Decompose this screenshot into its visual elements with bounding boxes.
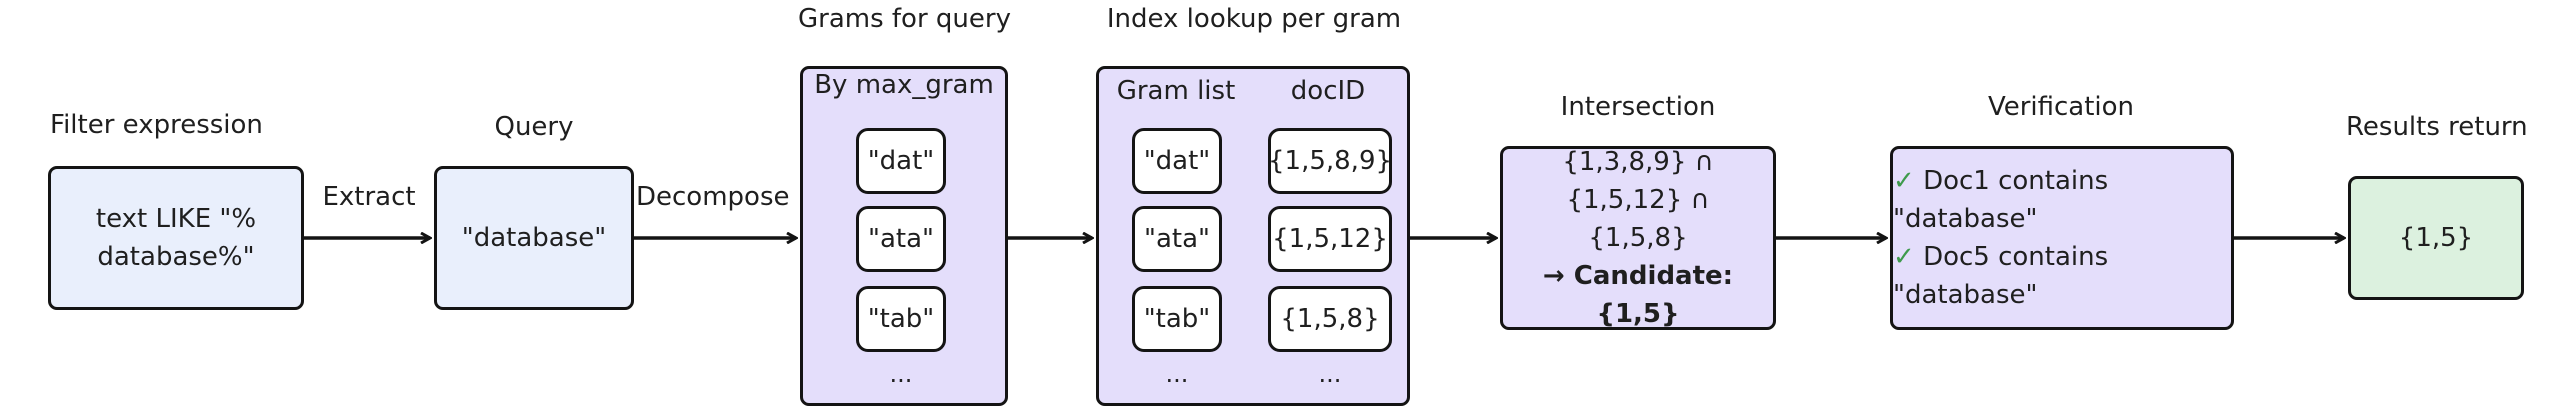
check-icon: ✓: [1893, 166, 1915, 196]
docid-chip-2: {1,5,12}: [1268, 206, 1392, 272]
intersection-line1: {1,3,8,9} ∩ {1,5,12} ∩: [1562, 147, 1714, 215]
verification-line1: Doc1 contains "database": [1893, 166, 2109, 234]
filter-expression-line2: database%": [97, 242, 255, 272]
grams-title: Grams for query: [798, 4, 1011, 34]
gram-chip-2: "ata": [856, 206, 946, 272]
verification-title: Verification: [1987, 92, 2135, 122]
intersection-title: Intersection: [1560, 92, 1716, 122]
filter-expression-title: Filter expression: [50, 110, 263, 140]
query-title: Query: [494, 112, 574, 142]
index-gram-chip-2: "ata": [1132, 206, 1222, 272]
index-gram-more: ...: [1165, 360, 1189, 388]
intersection-box: {1,3,8,9} ∩ {1,5,12} ∩ {1,5,8} → Candida…: [1500, 146, 1776, 330]
edge-label-extract: Extract: [322, 182, 416, 212]
index-title: Index lookup per gram: [1106, 4, 1402, 34]
edge-label-decompose: Decompose: [636, 182, 790, 212]
results-box: {1,5}: [2348, 176, 2524, 300]
gram-chip-3: "tab": [856, 286, 946, 352]
query-box: "database": [434, 166, 634, 310]
index-col-docid-header: docID: [1290, 76, 1366, 106]
intersection-candidate: Candidate: {1,5}: [1573, 261, 1734, 329]
grams-more: ...: [889, 360, 913, 388]
intersection-line2: {1,5,8}: [1588, 223, 1688, 253]
grams-header: By max_gram: [814, 70, 994, 100]
results-value: {1,5}: [2398, 223, 2474, 253]
index-docid-more: ...: [1318, 360, 1342, 388]
docid-chip-1: {1,5,8,9}: [1268, 128, 1392, 194]
arrow-right-icon: →: [1542, 261, 1565, 291]
verification-line2: Doc5 contains "database": [1893, 242, 2109, 310]
results-title: Results return: [2346, 112, 2528, 142]
index-col-gram-list-header: Gram list: [1116, 76, 1236, 106]
filter-expression-box: text LIKE "% database%": [48, 166, 304, 310]
index-gram-chip-3: "tab": [1132, 286, 1222, 352]
filter-expression-line1: text LIKE "%: [95, 204, 257, 234]
verification-box: ✓ Doc1 contains "database" ✓ Doc5 contai…: [1890, 146, 2234, 330]
gram-chip-1: "dat": [856, 128, 946, 194]
docid-chip-3: {1,5,8}: [1268, 286, 1392, 352]
index-gram-chip-1: "dat": [1132, 128, 1222, 194]
query-value: "database": [461, 223, 607, 253]
check-icon: ✓: [1893, 242, 1915, 272]
